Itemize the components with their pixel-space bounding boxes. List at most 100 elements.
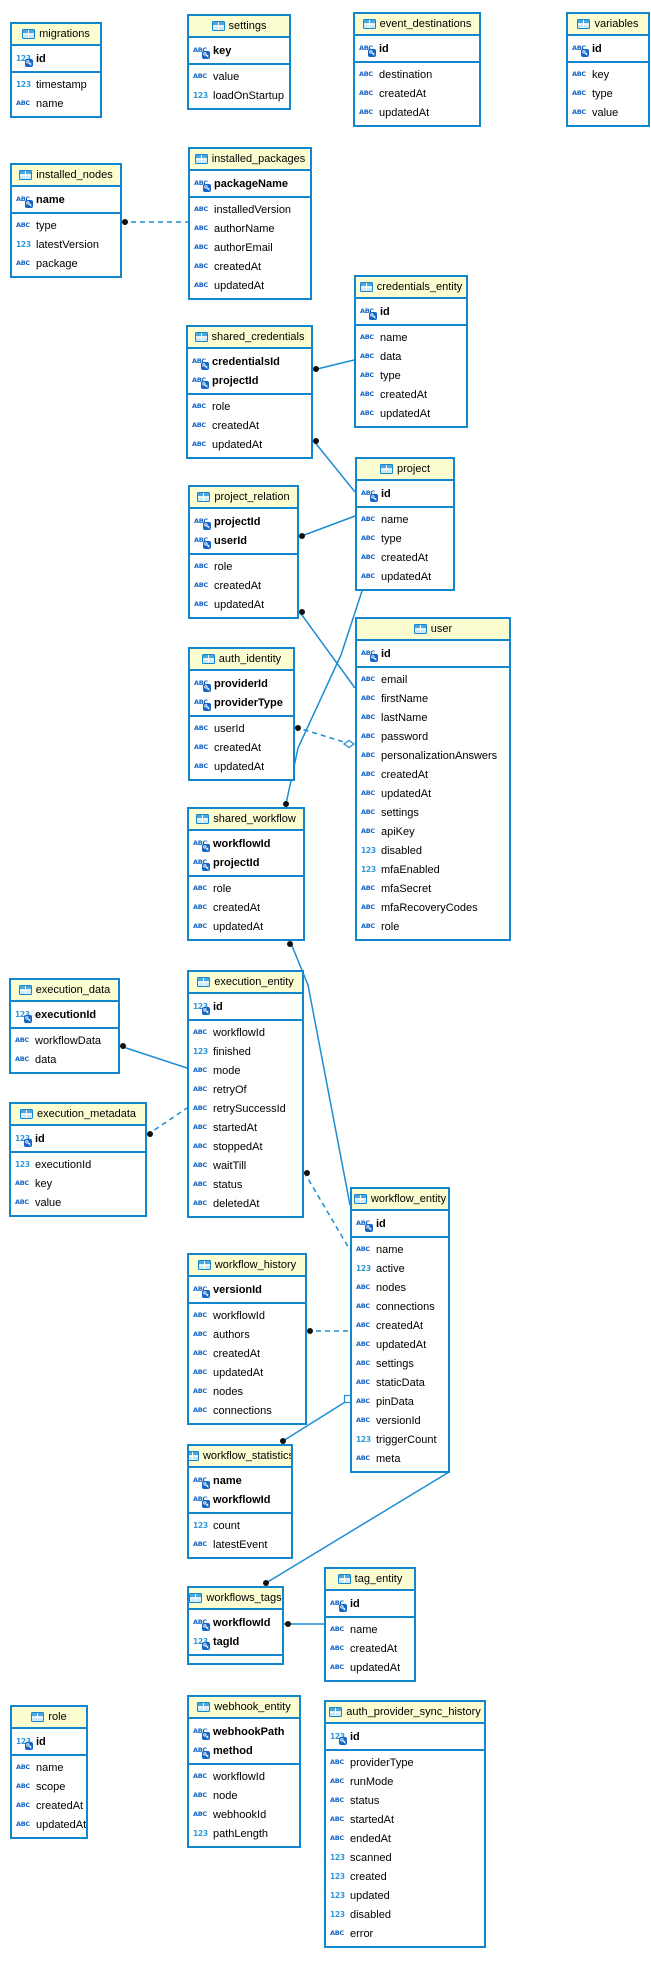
table-header[interactable]: installed_packages [190,149,310,171]
table-header[interactable]: event_destinations [355,14,479,36]
table-header[interactable]: webhook_entity [189,1697,299,1719]
table-header[interactable]: role [12,1707,86,1729]
table-header[interactable]: installed_nodes [12,165,120,187]
table-header[interactable]: workflow_statistics [189,1446,291,1468]
table-header[interactable]: workflow_entity [352,1189,448,1211]
table-header[interactable]: project_relation [190,487,297,509]
table-header[interactable]: workflows_tags [189,1588,282,1610]
table-header[interactable]: execution_metadata [11,1104,145,1126]
table-header[interactable]: variables [568,14,648,36]
